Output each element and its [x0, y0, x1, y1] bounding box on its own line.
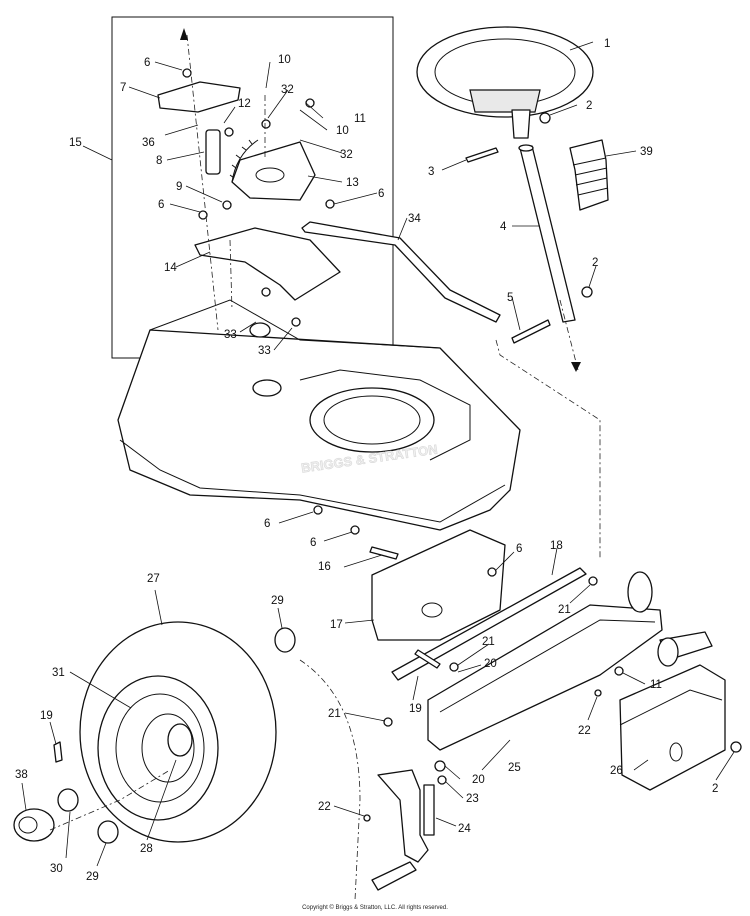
callout-12: 12	[238, 98, 251, 110]
callout-38: 38	[15, 769, 28, 781]
callout-10: 10	[278, 54, 291, 66]
steering-boot	[569, 139, 609, 211]
callout-18: 18	[550, 540, 563, 552]
callout-21: 21	[558, 604, 571, 616]
tie-rod	[391, 567, 587, 681]
hub-bearings	[13, 627, 296, 844]
callout-33: 33	[224, 329, 237, 341]
callout-11: 11	[354, 113, 366, 125]
callout-32: 32	[340, 149, 353, 161]
callout-7: 7	[120, 82, 126, 94]
callout-6: 6	[144, 57, 150, 69]
callout-20: 20	[484, 658, 497, 670]
callout-17: 17	[330, 619, 343, 631]
copyright-notice: Copyright © Briggs & Stratton, LLC. All …	[302, 905, 448, 911]
spindle-left	[371, 769, 435, 891]
callout-6: 6	[264, 518, 270, 530]
callout-24: 24	[458, 823, 471, 835]
callout-14: 14	[164, 262, 177, 274]
steering-shaft	[518, 144, 576, 323]
callout-9: 9	[176, 181, 182, 193]
spindle-right	[657, 631, 713, 667]
callout-39: 39	[640, 146, 653, 158]
callout-30: 30	[50, 863, 63, 875]
callout-11: 11	[650, 679, 662, 691]
callout-5: 5	[507, 292, 513, 304]
callout-31: 31	[52, 667, 65, 679]
upper-bracket	[157, 81, 241, 113]
arrow-up	[180, 28, 188, 40]
callout-16: 16	[318, 561, 331, 573]
callout-2: 2	[592, 257, 598, 269]
leader-lines	[21, 41, 735, 867]
drag-link	[301, 221, 501, 323]
callout-21: 21	[482, 636, 495, 648]
front-axle	[427, 571, 663, 751]
callout-1: 1	[604, 38, 610, 50]
callout-29: 29	[271, 595, 284, 607]
callout-34: 34	[408, 213, 421, 225]
callout-22: 22	[578, 725, 591, 737]
steering-wheel	[416, 26, 594, 139]
callout-2: 2	[586, 100, 592, 112]
callout-23: 23	[466, 793, 479, 805]
callout-6: 6	[516, 543, 522, 555]
callout-32: 32	[281, 84, 294, 96]
callout-8: 8	[156, 155, 162, 167]
callouts: 1 2 2 2 3 4 5 6 6 6 6 6 6 7 8 9 10 10 11…	[15, 38, 718, 883]
callout-21: 21	[328, 708, 341, 720]
callout-29: 29	[86, 871, 99, 883]
hardware	[53, 68, 742, 822]
callout-27: 27	[147, 573, 160, 585]
callout-13: 13	[346, 177, 359, 189]
callout-2: 2	[712, 783, 718, 795]
callout-6: 6	[158, 199, 164, 211]
callout-15: 15	[69, 137, 82, 149]
callout-10: 10	[336, 125, 349, 137]
callout-33: 33	[258, 345, 271, 357]
callout-19: 19	[40, 710, 53, 722]
steering-bracket	[194, 227, 341, 301]
pinion	[205, 129, 221, 175]
front-mount-bracket	[371, 529, 506, 641]
callout-6: 6	[310, 537, 316, 549]
arrow-down	[571, 362, 581, 372]
axle-cover	[619, 664, 726, 791]
chassis-frame	[117, 299, 521, 531]
callout-20: 20	[472, 774, 485, 786]
front-tire	[79, 621, 277, 843]
callout-22: 22	[318, 801, 331, 813]
callout-3: 3	[428, 166, 434, 178]
callout-36: 36	[142, 137, 155, 149]
callout-26: 26	[610, 765, 623, 777]
callout-25: 25	[508, 762, 521, 774]
callout-19: 19	[409, 703, 422, 715]
callout-6: 6	[378, 188, 384, 200]
callout-4: 4	[500, 221, 507, 233]
steering-sector-gear	[229, 139, 316, 201]
center-lines	[49, 34, 601, 901]
callout-28: 28	[140, 843, 153, 855]
